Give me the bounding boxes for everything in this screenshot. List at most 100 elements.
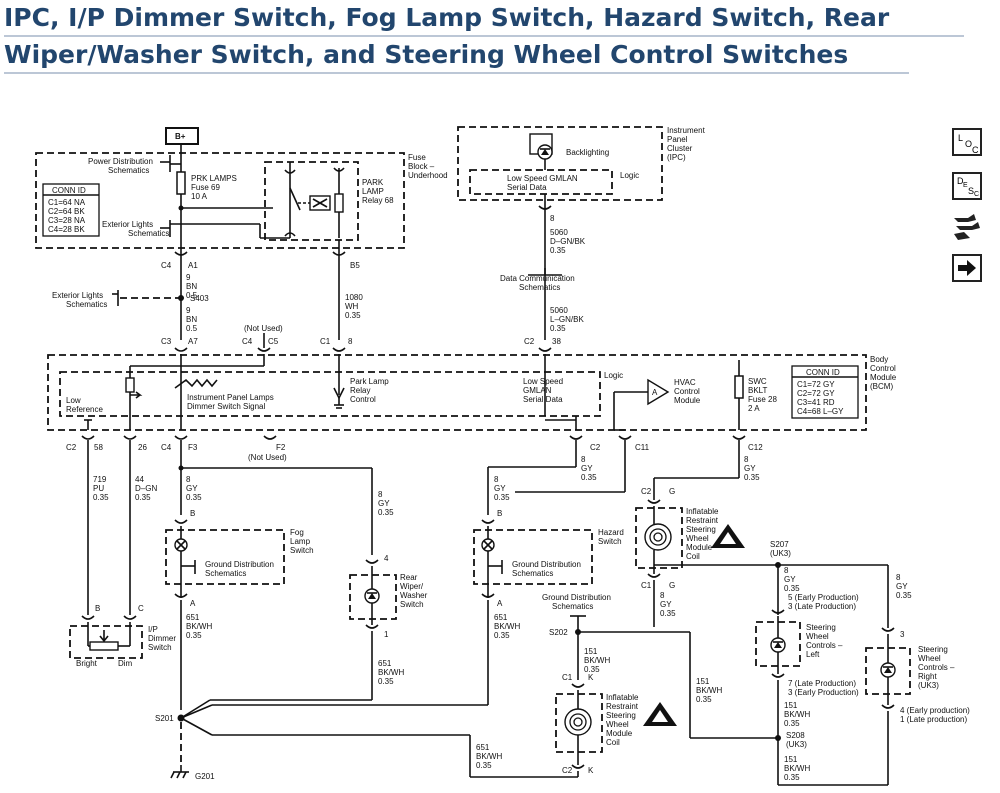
svg-text:C11: C11 (635, 443, 650, 452)
svg-text:C2: C2 (590, 443, 601, 452)
svg-text:Logic: Logic (604, 371, 623, 380)
svg-text:5 (Early Production)3 (Late Pr: 5 (Early Production)3 (Late Production) (788, 593, 859, 611)
svg-text:B: B (95, 604, 100, 613)
svg-text:CONN ID: CONN ID (806, 368, 840, 377)
svg-text:S202: S202 (549, 628, 568, 637)
svg-text:A: A (652, 388, 658, 397)
svg-text:Dim: Dim (118, 659, 133, 668)
svg-text:C4: C4 (161, 443, 172, 452)
svg-text:8: 8 (348, 337, 353, 346)
svg-text:A: A (497, 599, 503, 608)
page-title-line-1: IPC, I/P Dimmer Switch, Fog Lamp Switch,… (4, 0, 964, 37)
wrench-tools-icon (954, 214, 980, 240)
svg-text:S201: S201 (155, 714, 174, 723)
bplus-box (165, 127, 199, 145)
svg-text:C1: C1 (320, 337, 331, 346)
svg-text:Logic: Logic (620, 171, 639, 180)
svg-text:CONN ID: CONN ID (52, 186, 86, 195)
bplus-label: B+ (175, 132, 186, 141)
prk-fuse (176, 171, 186, 195)
svg-text:C2: C2 (641, 487, 652, 496)
svg-text:58: 58 (94, 443, 103, 452)
svg-text:26: 26 (138, 443, 147, 452)
page-title-line-2: Wiper/Washer Switch, and Steering Wheel … (4, 37, 909, 74)
svg-text:C3: C3 (161, 337, 172, 346)
svg-text:S208(UK3): S208(UK3) (786, 731, 807, 749)
svg-text:B: B (190, 509, 195, 518)
svg-text:C2: C2 (562, 766, 573, 775)
page-title: IPC, I/P Dimmer Switch, Fog Lamp Switch,… (4, 0, 964, 74)
svg-text:Backlighting: Backlighting (566, 148, 609, 157)
svg-text:C1: C1 (641, 581, 652, 590)
location-button[interactable]: L O C (952, 128, 982, 156)
svg-text:Bright: Bright (76, 659, 98, 668)
description-icon: D E S C (957, 176, 980, 198)
svg-text:G201: G201 (195, 772, 215, 781)
description-button[interactable]: D E S C (952, 172, 982, 200)
steering-wheel-controls-left: 5 (Early Production)3 (Late Production) … (755, 593, 859, 697)
svg-text:4 (Early production)1 (Late pr: 4 (Early production)1 (Late production) (900, 706, 970, 724)
svg-text:38: 38 (552, 337, 561, 346)
svg-text:S207(UK3): S207(UK3) (770, 540, 791, 558)
svg-text:C12: C12 (748, 443, 763, 452)
next-arrow-button[interactable] (952, 254, 982, 282)
svg-text:C2: C2 (66, 443, 77, 452)
svg-text:B5: B5 (350, 261, 360, 270)
svg-text:S403: S403 (190, 294, 209, 303)
svg-text:(Not Used): (Not Used) (244, 324, 283, 333)
svg-text:4: 4 (384, 554, 389, 563)
svg-text:C: C (138, 604, 144, 613)
svg-text:G: G (669, 581, 675, 590)
svg-text:A: A (190, 599, 196, 608)
svg-text:B: B (497, 509, 502, 518)
svg-text:F2: F2 (276, 443, 286, 452)
svg-text:F3: F3 (188, 443, 198, 452)
wrench-tools-button[interactable] (950, 212, 984, 242)
